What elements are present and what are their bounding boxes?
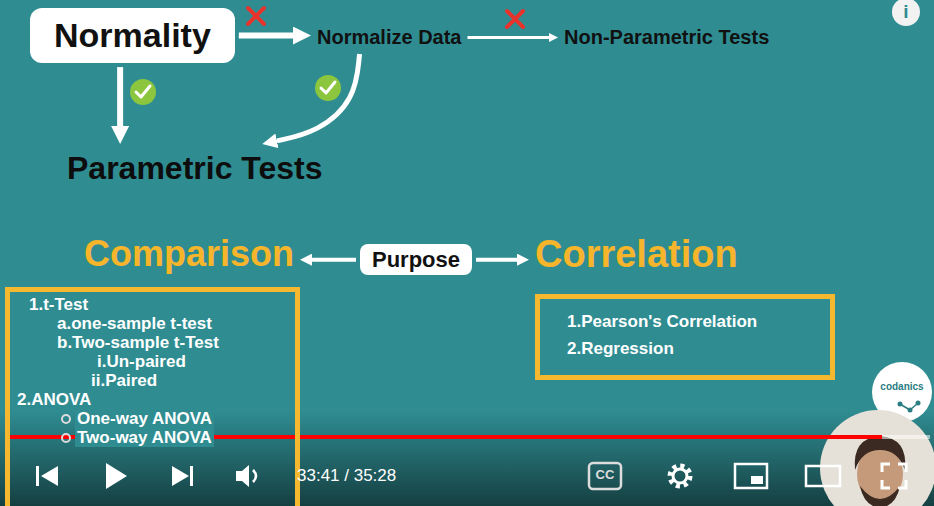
miniplayer-button — [735, 464, 767, 488]
webcam-inset — [820, 410, 934, 506]
cross-mark — [248, 8, 264, 24]
node-label: Comparison — [84, 233, 294, 274]
list-item: 1.t-Test — [27, 295, 90, 314]
next-button — [172, 466, 189, 486]
flow-arrow — [476, 258, 517, 262]
logo-text: codanics — [880, 381, 923, 393]
flow-arrow — [239, 33, 293, 39]
step-text: Normalize Data — [315, 25, 464, 50]
progress-rest — [882, 435, 930, 439]
list-item: One-way ANOVA — [75, 409, 214, 428]
node-label: Normalize Data — [317, 26, 462, 49]
fullscreen-button — [882, 464, 906, 488]
start-box: Normality — [30, 8, 235, 63]
flow-arrow — [277, 54, 360, 141]
list-item: 1.Pearson's Correlation — [565, 308, 759, 335]
list-item: 2.ANOVA — [15, 390, 93, 409]
control-shade — [0, 410, 934, 506]
prev-button — [41, 466, 58, 486]
player-controls — [36, 463, 256, 489]
caption-label: CC — [596, 468, 615, 483]
list-item: 2.Regression — [565, 335, 676, 362]
step-text: Non-Parametric Tests — [562, 25, 771, 50]
list-box: 1.Pearson's Correlation2.Regression — [535, 294, 835, 380]
flow-arrow — [117, 67, 123, 126]
category-heading: Correlation — [533, 232, 740, 278]
node-label: Normality — [54, 16, 211, 55]
category-heading: Comparison — [82, 232, 296, 275]
list-item: b.Two-sample t-Test — [55, 333, 221, 352]
result-text: Parametric Tests — [65, 148, 325, 189]
node-label: Correlation — [535, 233, 738, 277]
time-display: 33:41 / 35:28 — [297, 466, 396, 486]
volume-button — [253, 470, 256, 482]
list-item: a.one-sample t-test — [55, 314, 214, 333]
caption-button — [589, 463, 621, 489]
list-box: 1.t-Testa.one-sample t-testb.Two-sample … — [5, 287, 300, 506]
next-button — [190, 466, 193, 486]
cross-mark — [507, 11, 523, 27]
check-mark — [130, 79, 156, 105]
list-item: i.Un-paired — [95, 352, 188, 371]
prev-button — [36, 466, 39, 486]
theater-button — [806, 466, 840, 486]
info-icon: i — [903, 1, 908, 23]
info-button — [892, 0, 920, 26]
play-button — [106, 463, 127, 489]
node-label: Purpose — [372, 247, 460, 272]
volume-button — [236, 465, 249, 487]
check-mark — [315, 75, 341, 101]
node-label: Parametric Tests — [67, 150, 323, 187]
list-item: ii.Paired — [89, 371, 159, 390]
node-label: Non-Parametric Tests — [564, 26, 769, 49]
list-item: Two-way ANOVA — [75, 428, 214, 447]
settings-button — [670, 466, 690, 486]
flow-arrow — [312, 258, 356, 262]
purpose-box: Purpose — [360, 244, 472, 275]
flow-arrow — [468, 36, 550, 39]
